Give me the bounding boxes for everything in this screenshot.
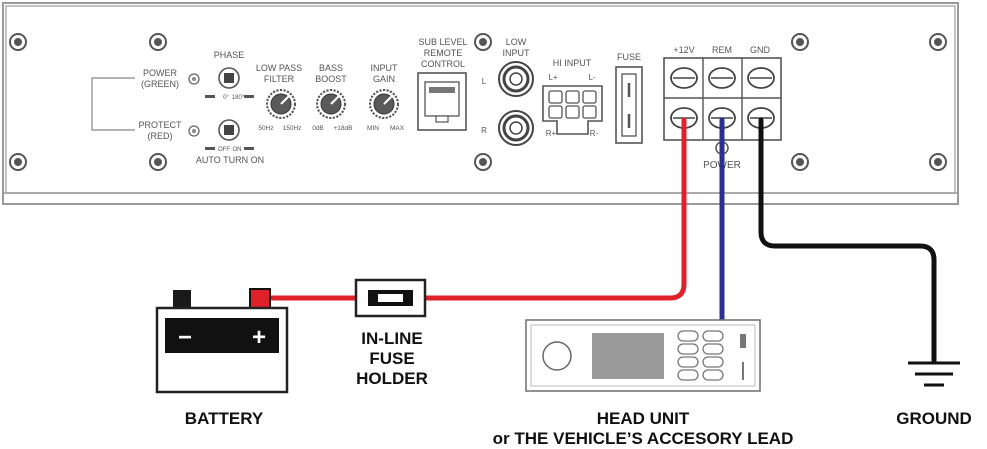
hi-input-r-minus: R- [590,129,599,138]
led-icon [188,125,200,137]
phase-label: PHASE [214,50,245,60]
low-pass-filter-knob[interactable]: LOW PASS FILTER 50Hz 150Hz [256,63,302,132]
screw-icon [149,33,167,51]
terminal-12v-label: +12V [673,45,694,55]
input-gain-knob[interactable]: INPUT GAIN MIN MAX [367,63,405,132]
led-power-label: POWER [143,68,178,78]
low-input-left: L [482,77,487,86]
low-input-rca[interactable]: LOW INPUT L R [481,37,534,146]
led-protect-label: PROTECT [138,120,182,130]
lpf-title-2: FILTER [264,74,295,84]
screw-icon [474,33,492,51]
head-unit: HEAD UNIT or THE VEHICLE’S ACCESORY LEAD [493,319,794,448]
sub-level-line-3: CONTROL [421,59,465,69]
auto-turn-on-switch[interactable]: OFF ON AUTO TURN ON [196,119,264,165]
screw-icon [929,153,947,171]
rca-jack-icon [498,110,534,146]
ground-wire-black [758,117,937,365]
auto-scale-low: OFF [218,147,230,153]
low-input-line-2: INPUT [503,48,531,58]
bass-title-2: BOOST [315,74,347,84]
screw-icon [9,153,27,171]
phase-scale-high: 180° [232,95,245,101]
hi-input-l-minus: L- [588,73,595,82]
phase-scale-low: 0° [223,95,229,101]
gain-title-2: GAIN [373,74,395,84]
lpf-max: 150Hz [283,125,302,132]
screw-icon [929,33,947,51]
bass-max: +18dB [334,125,353,132]
hi-input-connector[interactable]: HI INPUT L+ L- R+ R- [542,58,603,138]
gain-max: MAX [390,125,405,132]
screw-icon [149,153,167,171]
fuse-holder-line-1: IN-LINE [361,329,422,348]
screw-icon [791,33,809,51]
auto-turn-on-label: AUTO TURN ON [196,155,264,165]
head-unit-line-2: or THE VEHICLE’S ACCESORY LEAD [493,429,794,448]
ground-label: GROUND [896,409,972,428]
fuse-holder-line-2: FUSE [369,349,414,368]
battery-label: BATTERY [185,409,264,428]
low-input-right: R [481,126,487,135]
battery-minus: − [178,324,192,351]
fuse-holder-line-3: HOLDER [356,369,428,388]
head-unit-line-1: HEAD UNIT [597,409,690,428]
screw-icon [474,153,492,171]
hi-input-l-plus: L+ [548,73,557,82]
terminal-screw-icon [670,67,698,89]
sub-level-remote-port[interactable]: SUB LEVEL REMOTE CONTROL [417,37,468,131]
rca-jack-icon [498,61,534,97]
bass-title-1: BASS [319,63,343,73]
bass-min: 0dB [312,125,324,132]
ground-symbol: GROUND [896,361,972,428]
lpf-min: 50Hz [258,125,273,132]
auto-scale-high: ON [233,147,242,153]
preset-buttons-icon [677,330,724,381]
power-wire-red [269,117,687,301]
sub-level-line-1: SUB LEVEL [418,37,467,47]
screw-icon [9,33,27,51]
battery-plus: + [252,324,266,351]
gain-title-1: INPUT [371,63,399,73]
led-power-color: (GREEN) [141,79,179,89]
led-protect-color: (RED) [148,131,173,141]
bass-boost-knob[interactable]: BASS BOOST 0dB +18dB [312,63,352,132]
volume-knob-icon [542,341,572,371]
battery: − + BATTERY [155,288,289,428]
terminal-gnd-label: GND [750,45,771,55]
phase-switch[interactable]: PHASE 0° 180° [205,50,254,101]
amplifier-panel [2,2,959,205]
terminal-rem-label: REM [712,45,732,55]
led-indicators: POWER (GREEN) PROTECT (RED) [91,68,200,141]
screw-icon [791,153,809,171]
lpf-title-1: LOW PASS [256,63,302,73]
wires [269,117,937,365]
led-icon [188,73,200,85]
terminal-screw-icon [708,67,736,89]
low-input-line-1: LOW [506,37,527,47]
ground-icon [908,361,960,387]
fuse-label: FUSE [617,52,641,62]
inline-fuse-holder: IN-LINE FUSE HOLDER [354,278,428,388]
hi-input-r-plus: R+ [546,129,557,138]
mounting-screws [9,33,947,171]
gain-min: MIN [367,125,379,132]
fuse-slot[interactable]: FUSE [615,52,643,144]
hi-input-label: HI INPUT [553,58,592,68]
sub-level-line-2: REMOTE [424,48,463,58]
terminal-screw-icon [747,67,775,89]
